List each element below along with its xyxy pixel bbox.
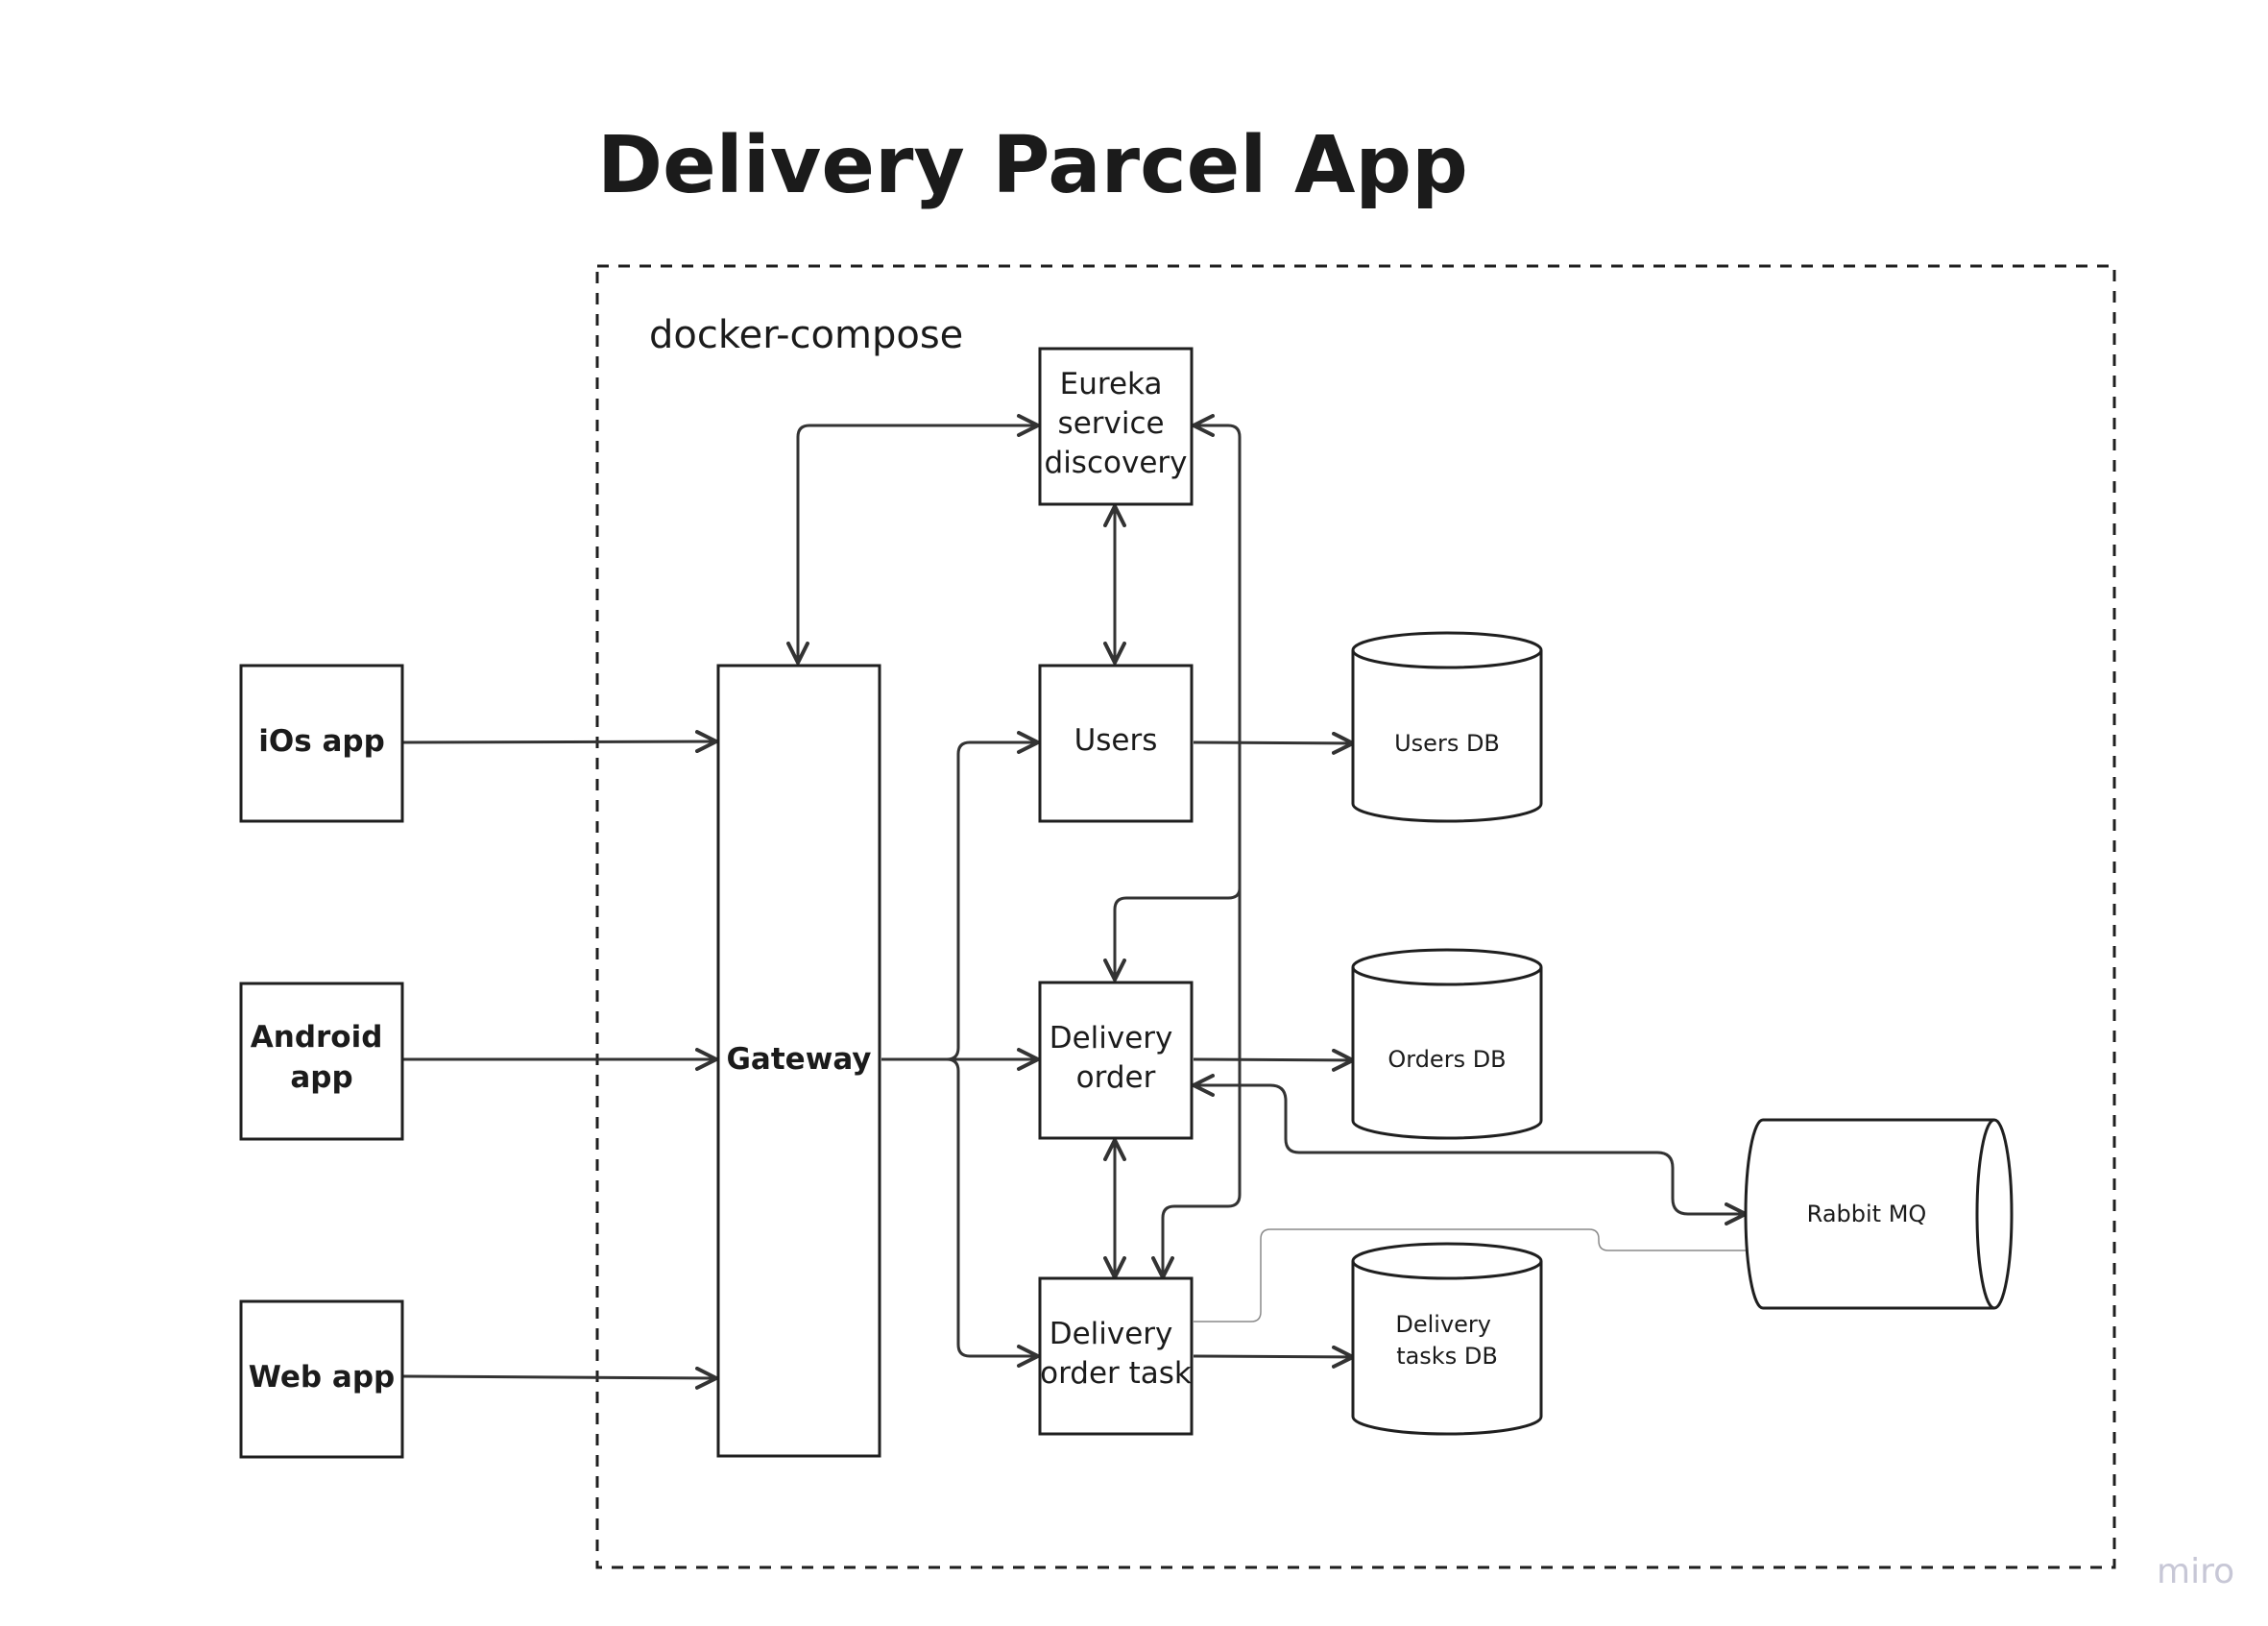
edge-ios-to-gateway xyxy=(402,730,718,754)
rabbit-mq-node[interactable]: Rabbit MQ xyxy=(1744,1118,2014,1310)
orders-db-label: Orders DB xyxy=(1387,1046,1506,1073)
edge-bus-to-delivery-order xyxy=(1103,887,1242,982)
svg-text:Users: Users xyxy=(1074,723,1158,758)
users-service-label: Users xyxy=(1074,723,1158,758)
users-db-label: Users DB xyxy=(1394,730,1500,757)
edge-order-to-ordersdb xyxy=(1193,1048,1355,1072)
web-app-label: Web app xyxy=(249,1360,395,1395)
delivery-order-task-label-line1: Delivery xyxy=(1050,1317,1173,1351)
svg-text:Eureka service dis: Eureka service discovery xyxy=(1045,367,1188,480)
edge-gateway-eureka xyxy=(786,414,1040,665)
edge-web-to-gateway xyxy=(402,1366,718,1390)
android-app-label-line2: app xyxy=(290,1060,352,1095)
svg-text:Orders DB: Orders DB xyxy=(1387,1046,1506,1073)
android-app-label-line1: Android xyxy=(251,1020,383,1055)
users-service-node[interactable]: Users xyxy=(1038,664,1194,823)
svg-text:Users DB: Users DB xyxy=(1394,730,1500,757)
edge-users-to-usersdb xyxy=(1193,731,1355,755)
ios-app-label: iOs app xyxy=(258,724,385,759)
delivery-order-label-line2: order xyxy=(1076,1060,1156,1095)
svg-text:Delivery tasks DB: Delivery tasks DB xyxy=(1395,1311,1498,1370)
eureka-label-line2: service xyxy=(1058,406,1165,441)
diagram-title: Delivery Parcel App xyxy=(597,120,1468,211)
docker-compose-label: docker-compose xyxy=(649,313,963,357)
miro-watermark: miro xyxy=(2157,1552,2234,1591)
svg-text:Web app: Web app xyxy=(249,1360,395,1395)
delivery-order-task-label-line2: order task xyxy=(1040,1356,1192,1391)
gateway-node[interactable]: Gateway xyxy=(716,664,881,1458)
svg-text:Delivery order task: Delivery order task xyxy=(1040,1317,1192,1391)
eureka-label-line3: discovery xyxy=(1045,446,1188,480)
edge-eureka-to-bus xyxy=(1192,414,1242,898)
edge-task-to-tasksdb xyxy=(1193,1345,1355,1369)
android-app-node[interactable]: Android app xyxy=(239,982,404,1141)
delivery-order-task-node[interactable]: Delivery order task xyxy=(1038,1276,1194,1436)
svg-text:Android app: Android app xyxy=(251,1020,393,1095)
delivery-tasks-db-node[interactable]: Delivery tasks DB xyxy=(1351,1242,1543,1436)
gateway-label: Gateway xyxy=(726,1042,871,1077)
delivery-order-node[interactable]: Delivery order xyxy=(1038,981,1194,1140)
delivery-order-label-line1: Delivery xyxy=(1050,1021,1173,1056)
docker-compose-boundary xyxy=(595,264,2116,1569)
eureka-label-line1: Eureka xyxy=(1060,367,1163,401)
delivery-tasks-db-label-line1: Delivery xyxy=(1395,1311,1491,1338)
web-app-node[interactable]: Web app xyxy=(239,1299,404,1459)
ios-app-node[interactable]: iOs app xyxy=(239,664,404,823)
edge-task-rabbit-thin xyxy=(1194,1228,1746,1323)
edge-order-rabbit xyxy=(1192,1074,1748,1226)
svg-text:Gateway: Gateway xyxy=(726,1042,871,1077)
edge-gateway-to-users xyxy=(881,731,1040,1061)
svg-text:Rabbit MQ: Rabbit MQ xyxy=(1807,1201,1927,1227)
orders-db-node[interactable]: Orders DB xyxy=(1351,948,1543,1140)
users-db-node[interactable]: Users DB xyxy=(1351,631,1543,823)
svg-text:Delivery order: Delivery order xyxy=(1050,1021,1183,1095)
eureka-node[interactable]: Eureka service discovery xyxy=(1038,347,1194,506)
edge-gateway-to-delivery-task xyxy=(946,1057,1040,1368)
rabbit-mq-label: Rabbit MQ xyxy=(1807,1201,1927,1227)
delivery-tasks-db-label-line2: tasks DB xyxy=(1396,1343,1498,1370)
svg-text:iOs app: iOs app xyxy=(258,724,385,759)
